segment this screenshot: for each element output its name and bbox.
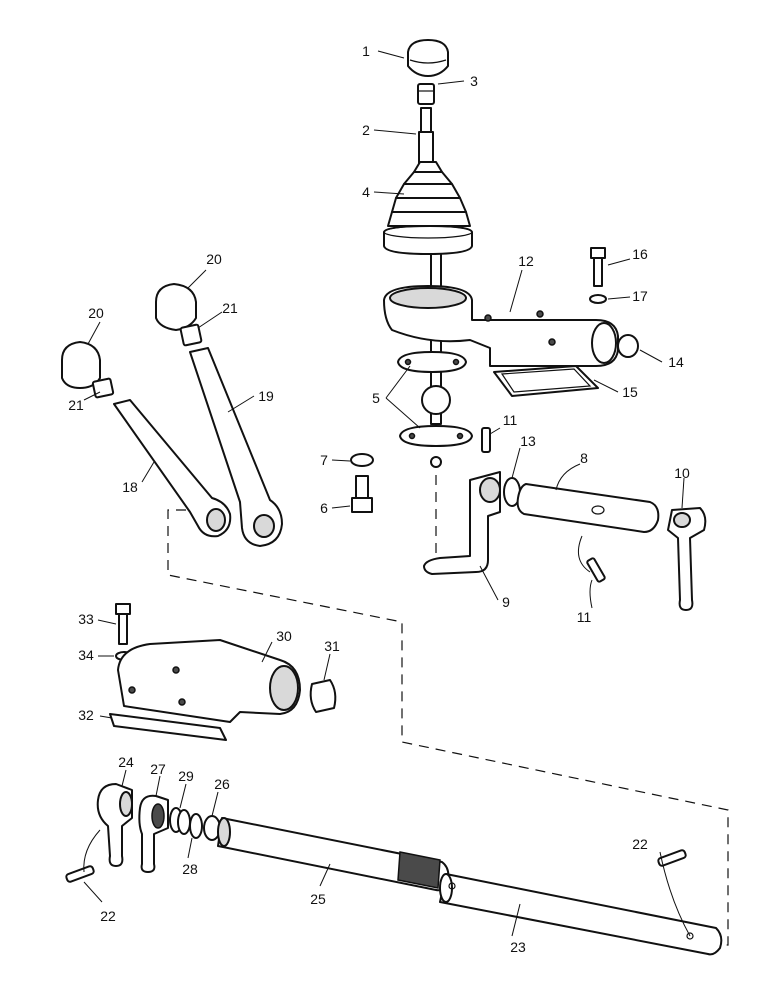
label-part-33: 33 bbox=[78, 611, 94, 627]
label-part-10: 10 bbox=[674, 465, 690, 481]
label-part-2: 2 bbox=[362, 122, 370, 138]
knob-20-right bbox=[155, 283, 197, 331]
label-part-31: 31 bbox=[324, 638, 340, 654]
lever-18 bbox=[113, 399, 232, 538]
label-part-22-right: 22 bbox=[632, 836, 648, 852]
label-part-25: 25 bbox=[310, 891, 326, 907]
label-part-12: 12 bbox=[518, 253, 534, 269]
label-part-26: 26 bbox=[214, 776, 230, 792]
label-part-16: 16 bbox=[632, 246, 648, 262]
bush-31 bbox=[309, 679, 337, 713]
label-part-9: 9 bbox=[502, 594, 510, 610]
label-part-7: 7 bbox=[320, 452, 328, 468]
pin-22-right bbox=[657, 849, 687, 867]
label-part-21-left: 21 bbox=[68, 397, 84, 413]
cover-housing-30 bbox=[117, 639, 301, 723]
label-part-18: 18 bbox=[122, 479, 138, 495]
knob-adaptor bbox=[417, 83, 435, 105]
lever-24 bbox=[96, 783, 133, 867]
label-part-23: 23 bbox=[510, 939, 526, 955]
label-part-20-right: 20 bbox=[206, 251, 222, 267]
label-part-24: 24 bbox=[118, 754, 134, 770]
lever-rod bbox=[418, 107, 442, 425]
lever-housing bbox=[383, 285, 619, 367]
assembly-dashed-lines bbox=[167, 458, 729, 946]
label-part-22-left: 22 bbox=[100, 908, 116, 924]
shaft-23 bbox=[439, 873, 723, 956]
bolt-33 bbox=[115, 603, 131, 645]
label-part-21-right: 21 bbox=[222, 300, 238, 316]
label-part-8: 8 bbox=[580, 450, 588, 466]
shift-knob bbox=[407, 39, 449, 77]
label-part-32: 32 bbox=[78, 707, 94, 723]
plug-14 bbox=[617, 334, 639, 358]
gasket-32 bbox=[109, 713, 227, 741]
label-part-5: 5 bbox=[372, 390, 380, 406]
label-part-4: 4 bbox=[362, 184, 370, 200]
washer-7 bbox=[350, 453, 374, 467]
lever-27 bbox=[138, 794, 169, 873]
rubber-boot bbox=[383, 161, 473, 255]
label-part-11-upper: 11 bbox=[503, 412, 518, 428]
selector-arm-9 bbox=[423, 471, 501, 575]
ball-retainer-plates bbox=[397, 351, 473, 468]
washer-17 bbox=[589, 294, 607, 304]
label-part-1: 1 bbox=[362, 43, 370, 59]
label-part-30: 30 bbox=[276, 628, 292, 644]
housing-gasket bbox=[493, 365, 599, 397]
label-part-6: 6 bbox=[320, 500, 328, 516]
label-part-15: 15 bbox=[622, 384, 638, 400]
spring-29 bbox=[169, 807, 191, 835]
bolt-6 bbox=[351, 475, 373, 513]
label-part-13: 13 bbox=[520, 433, 536, 449]
pin-11-upper bbox=[481, 427, 491, 453]
label-part-20-left: 20 bbox=[88, 305, 104, 321]
part-labels: 1 3 2 4 5 7 6 8 9 10 11 11 12 13 14 15 1… bbox=[68, 43, 690, 955]
splined-shaft-25 bbox=[217, 817, 450, 892]
pin-22-left bbox=[65, 865, 95, 883]
label-part-14: 14 bbox=[668, 354, 684, 370]
selector-lever-10 bbox=[667, 507, 707, 611]
adaptor-21-left bbox=[91, 377, 115, 399]
label-part-34: 34 bbox=[78, 647, 94, 663]
label-part-19: 19 bbox=[258, 388, 274, 404]
label-part-29: 29 bbox=[178, 768, 194, 784]
label-part-27: 27 bbox=[150, 761, 166, 777]
adaptor-21-right bbox=[179, 323, 203, 347]
cross-shaft-8 bbox=[516, 483, 660, 533]
knob-20-left bbox=[61, 341, 101, 389]
label-part-3: 3 bbox=[470, 73, 478, 89]
leader-lines bbox=[83, 50, 691, 937]
label-part-11-lower: 11 bbox=[577, 609, 592, 625]
pin-11-lower bbox=[586, 557, 606, 583]
bolt-16 bbox=[590, 247, 606, 287]
label-part-28: 28 bbox=[182, 861, 198, 877]
lever-19 bbox=[189, 347, 283, 547]
label-part-17: 17 bbox=[632, 288, 648, 304]
ring-28 bbox=[189, 813, 203, 839]
